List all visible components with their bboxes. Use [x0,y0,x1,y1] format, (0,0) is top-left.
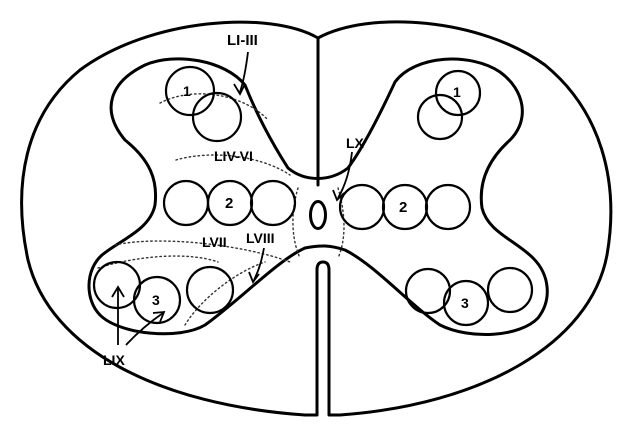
pool-number-right-middle: 2 [399,199,407,216]
pool-number-left-dorsal: 1 [183,83,191,99]
pool-circle-left-ventral-c [187,267,233,313]
label-lamina-10: LX [346,135,365,151]
pool-number-right-ventral: 3 [461,295,469,311]
central-canal [311,202,326,229]
pool-number-right-dorsal: 1 [453,84,461,100]
pool-circle-right-middle-c [426,185,470,229]
pool-circle-left-dorsal-b [193,93,241,141]
label-lamina-9: LIX [103,352,125,368]
pool-circle-left-middle-a [164,181,208,225]
pool-circle-left-middle-c [251,181,295,225]
label-lamina-8: LVIII [246,230,275,246]
label-lamina-1-3: LI-III [227,32,258,49]
pool-number-left-ventral: 3 [152,292,160,308]
pool-circle-right-dorsal-b [418,95,462,139]
label-lamina-4-6: LIV-VI [214,148,253,164]
pool-number-left-middle: 2 [225,195,233,212]
label-lamina-7: LVII [202,234,227,250]
pool-circle-right-middle-a [340,185,384,229]
pool-circle-right-ventral-c [488,268,532,312]
arrow-lamina-1-3-head [234,84,245,94]
arrow-lamina-10 [338,152,352,198]
